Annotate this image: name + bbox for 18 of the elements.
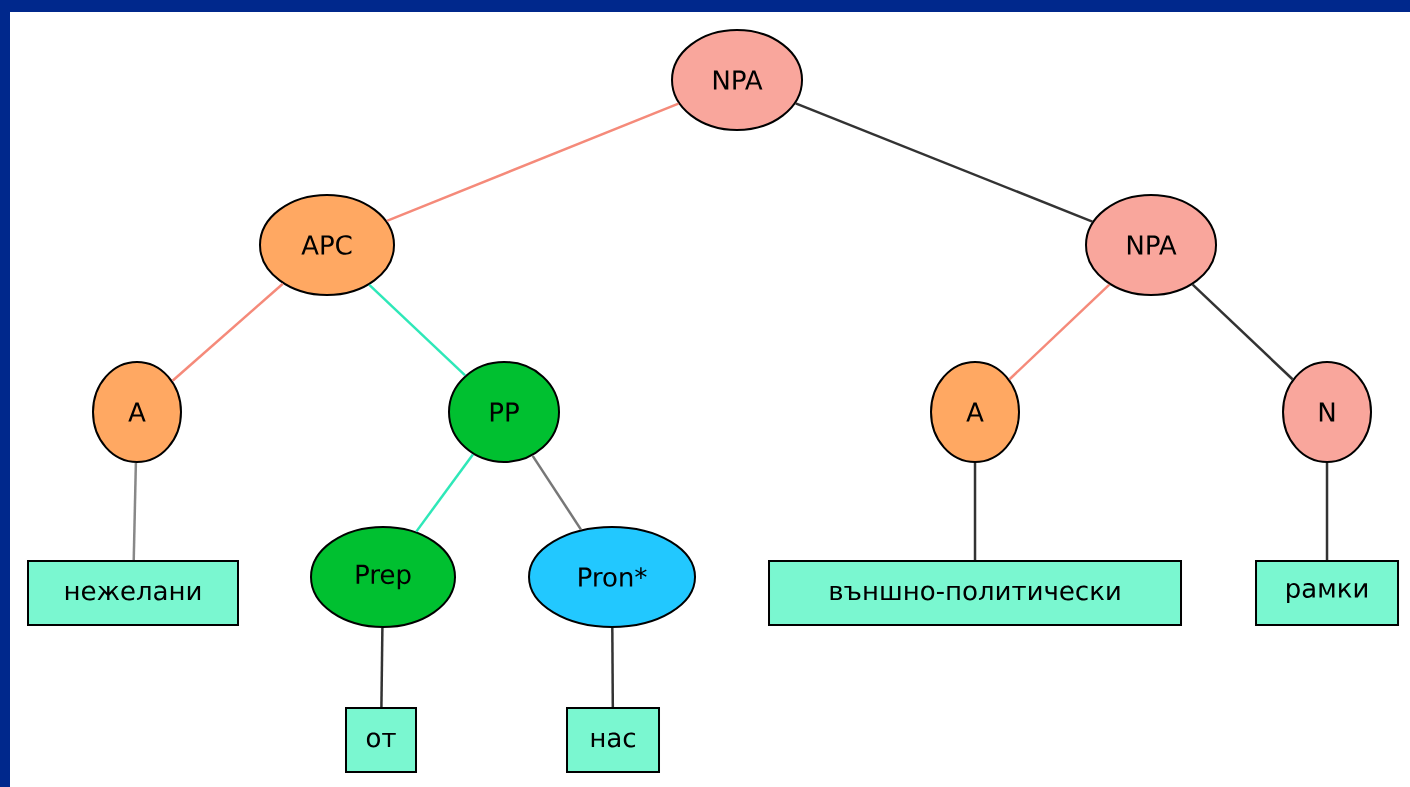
tree-branch [1008,283,1111,381]
word-box: рамки [1255,560,1399,626]
tree-branch [368,284,466,377]
tree-branch [531,455,583,531]
word-box: от [345,707,417,773]
word-box: нежелани [27,560,239,626]
tree-branch [1191,283,1294,381]
tree-branch [132,462,138,561]
tree-branch [973,463,977,560]
tree-branch [415,453,474,533]
tree-branch [386,102,679,223]
tree-branch [611,628,615,707]
tree-branch [795,102,1093,223]
word-box: външно-политически [768,560,1182,626]
word-box: нас [566,707,660,773]
tree-branch [380,628,384,708]
tree-branch [1325,463,1329,560]
tree-branch [171,282,284,382]
